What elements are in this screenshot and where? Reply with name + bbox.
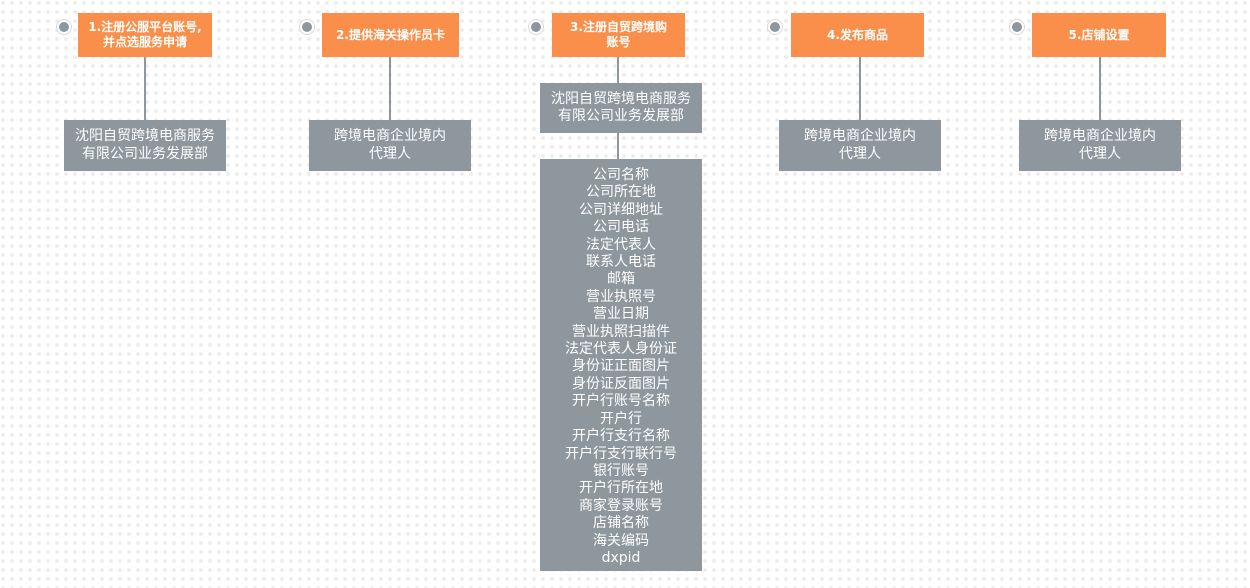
- step-3-marker-dot: [529, 20, 543, 34]
- field-item: 开户行所在地: [579, 480, 663, 497]
- step-5-marker-dot: [1010, 20, 1024, 34]
- step-5-responsible-line-1: 跨境电商企业境内: [1044, 128, 1156, 144]
- field-item: 公司名称: [593, 167, 649, 183]
- step-3-label-line-2: 账号: [606, 35, 631, 49]
- field-item: 身份证正面图片: [572, 358, 670, 375]
- field-item: 开户行支行名称: [572, 428, 670, 445]
- step-4-marker-dot: [768, 20, 782, 34]
- step-2-label-line-1: 2.提供海关操作员卡: [336, 27, 445, 42]
- step-5-label-line-1: 5.店铺设置: [1068, 27, 1130, 42]
- step-2-responsible-line-1: 跨境电商企业境内: [334, 128, 446, 144]
- step-1-label-line-2: 并点选服务申请: [102, 35, 187, 49]
- step-3-label: 3.注册自贸跨境购 账号: [552, 13, 685, 57]
- field-item: 营业执照扫描件: [572, 323, 670, 340]
- step-3-responsible-party: 沈阳自贸跨境电商服务 有限公司业务发展部: [540, 83, 702, 133]
- step-4-responsible-line-2: 代理人: [839, 145, 881, 162]
- step-1-responsible-line-1: 沈阳自贸跨境电商服务: [75, 128, 215, 144]
- step-3-responsible-line-2: 有限公司业务发展部: [558, 108, 684, 124]
- step-1-connector: [144, 57, 146, 120]
- step-4-label-line-1: 4.发布商品: [827, 27, 888, 42]
- field-item: 邮箱: [607, 271, 635, 288]
- field-item: 法定代表人: [586, 236, 656, 253]
- field-item: 营业执照号: [586, 288, 656, 305]
- field-item: 法定代表人身份证: [565, 341, 677, 358]
- step-3-connector-bottom: [617, 133, 619, 159]
- step-4-connector: [859, 57, 861, 120]
- field-item: 店铺名称: [593, 515, 649, 532]
- step-1-marker-dot: [57, 20, 71, 34]
- step-1-label: 1.注册公服平台账号, 并点选服务申请: [78, 13, 212, 57]
- field-item: 开户行账号名称: [572, 393, 670, 410]
- step-5-responsible-party: 跨境电商企业境内 代理人: [1019, 120, 1181, 171]
- step-4-responsible-party: 跨境电商企业境内 代理人: [779, 120, 941, 171]
- step-5-connector: [1099, 57, 1101, 120]
- step-5-responsible-line-2: 代理人: [1079, 145, 1121, 162]
- step-3-label-line-1: 3.注册自贸跨境购: [570, 20, 667, 34]
- field-item: 公司所在地: [586, 184, 656, 201]
- step-4-responsible-line-1: 跨境电商企业境内: [804, 128, 916, 144]
- step-2-connector: [389, 57, 391, 120]
- step-3-responsible-line-1: 沈阳自贸跨境电商服务: [551, 90, 691, 107]
- step-2-marker-dot: [300, 20, 314, 34]
- field-item: 公司详细地址: [579, 201, 663, 218]
- field-item: 海关编码: [593, 532, 649, 549]
- field-item: 营业日期: [593, 306, 649, 323]
- step-2-responsible-party: 跨境电商企业境内 代理人: [309, 120, 471, 171]
- step-1-responsible-line-2: 有限公司业务发展部: [82, 145, 208, 162]
- field-item: 开户行支行联行号: [565, 445, 677, 462]
- field-item: 身份证反面图片: [572, 375, 670, 392]
- field-item: dxpid: [601, 549, 641, 566]
- step-3-required-fields-box: 公司名称 公司所在地 公司详细地址 公司电话 法定代表人 联系人电话 邮箱 营业…: [540, 159, 702, 571]
- field-item: 联系人电话: [586, 254, 656, 271]
- step-2-responsible-line-2: 代理人: [369, 145, 411, 162]
- step-3-connector-top: [617, 57, 619, 83]
- field-item: 公司电话: [593, 219, 649, 236]
- step-1-responsible-party: 沈阳自贸跨境电商服务 有限公司业务发展部: [64, 120, 226, 171]
- step-1-label-line-1: 1.注册公服平台账号,: [88, 20, 202, 34]
- field-item: 开户行: [600, 410, 642, 427]
- step-5-label: 5.店铺设置: [1032, 13, 1166, 57]
- field-item: 银行账号: [593, 462, 649, 479]
- step-4-label: 4.发布商品: [791, 13, 924, 57]
- field-item: 商家登录账号: [579, 497, 663, 514]
- step-2-label: 2.提供海关操作员卡: [322, 13, 459, 57]
